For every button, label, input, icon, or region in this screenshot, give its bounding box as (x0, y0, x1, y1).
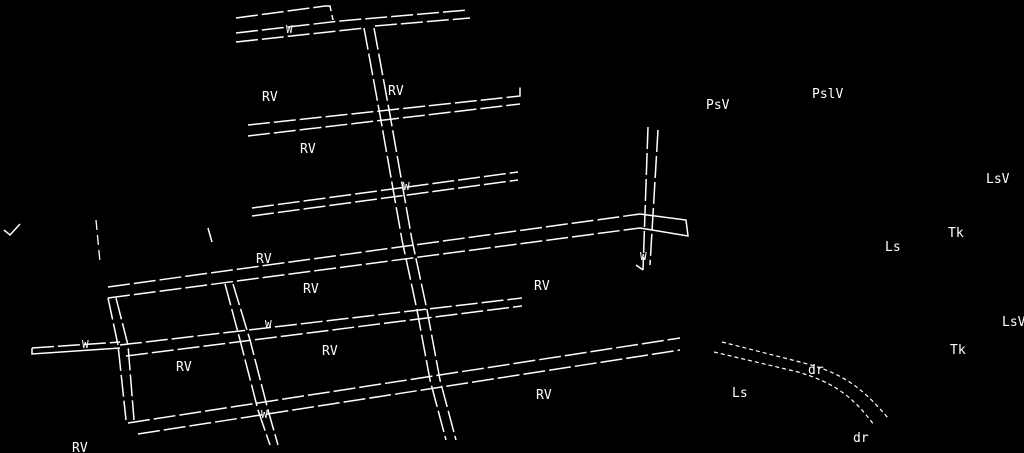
label-ls: Ls (885, 240, 901, 255)
label-rv: RV (262, 90, 278, 105)
road-vertical-inner (224, 283, 279, 446)
road-vertical-right (635, 126, 659, 271)
label-rv: RV (536, 388, 552, 403)
label-w: W (265, 318, 272, 331)
label-rv: RV (322, 344, 338, 359)
road-horizontal-3 (31, 297, 523, 357)
label-rv: RV (72, 441, 88, 453)
short-marks (3, 219, 213, 263)
label-rv: RV (256, 252, 272, 267)
label-rv: RV (534, 279, 550, 294)
label-ls: Ls (732, 386, 748, 401)
dirt-track (713, 341, 889, 426)
label-rv: RV (303, 282, 319, 297)
label-pslv: PslV (812, 87, 843, 102)
label-tk: Tk (948, 226, 964, 241)
road-horizontal-4 (127, 337, 681, 435)
road-horizontal-2 (251, 171, 519, 217)
label-w: W (403, 180, 410, 193)
label-w: W (286, 23, 293, 36)
label-lsv: LsV (1002, 315, 1024, 330)
label-rv: RV (300, 142, 316, 157)
label-tk: Tk (950, 343, 966, 358)
road-horizontal-1 (247, 84, 521, 137)
label-w: W (640, 250, 647, 263)
label-rv: RV (388, 84, 404, 99)
map-labels: RV RV RV RV RV RV RV RV RV RV PsV PslV L… (72, 23, 1024, 453)
label-psv: PsV (706, 98, 730, 113)
label-dr: dr (808, 363, 824, 378)
road-main-long (107, 213, 689, 299)
label-lsv: LsV (986, 172, 1010, 187)
label-w: W (261, 408, 268, 421)
label-dr: dr (853, 431, 869, 446)
label-w: W (82, 338, 89, 351)
road-top (235, 5, 471, 43)
label-rv: RV (176, 360, 192, 375)
road-vertical-left (107, 297, 135, 421)
road-vertical-main (363, 27, 457, 441)
